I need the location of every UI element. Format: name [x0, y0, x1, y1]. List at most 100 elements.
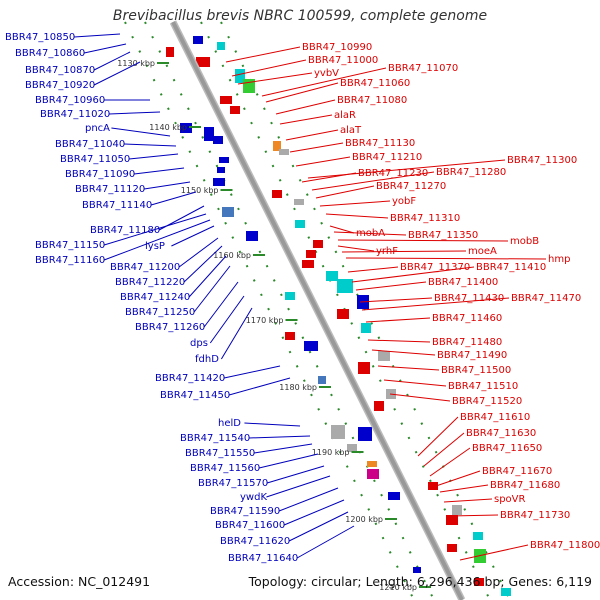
right-leader-line — [285, 129, 339, 141]
left-gene-label: BBR47_11560 — [190, 463, 260, 474]
gene-block-42 — [428, 482, 438, 490]
left-leader-line — [254, 443, 313, 454]
left-leader-line — [74, 33, 121, 38]
right-leader-line — [279, 114, 333, 125]
left-leader-line — [134, 167, 185, 175]
gene-block-4 — [235, 69, 245, 83]
left-gene-label: BBR47_11220 — [115, 277, 185, 288]
left-leader-line — [220, 307, 253, 360]
left-leader-line — [188, 255, 227, 298]
gene-block-14 — [217, 167, 225, 173]
right-leader-line — [315, 185, 375, 199]
right-leader-line — [389, 393, 451, 402]
right-gene-label: BBR47_11060 — [340, 78, 410, 89]
right-gene-label: BBR47_11460 — [432, 313, 502, 324]
left-leader-line — [144, 181, 191, 190]
left-gene-label: lysP — [145, 241, 165, 252]
right-leader-line — [371, 349, 436, 356]
gene-block-8 — [180, 123, 192, 133]
right-gene-label: yobF — [392, 196, 416, 207]
right-leader-line — [367, 339, 431, 343]
left-gene-label: BBR47_11200 — [110, 262, 180, 273]
left-leader-line — [109, 111, 161, 115]
right-leader-line — [435, 470, 481, 487]
right-gene-label: BBR47_11400 — [428, 277, 498, 288]
right-leader-line — [225, 46, 301, 63]
left-leader-line — [150, 191, 197, 206]
gene-block-32 — [378, 351, 390, 361]
right-leader-line — [423, 432, 465, 467]
left-gene-label: BBR47_11420 — [155, 373, 225, 384]
right-gene-label: BBR47_11130 — [345, 138, 415, 149]
left-leader-line — [266, 475, 331, 498]
right-leader-line — [417, 416, 459, 457]
gene-block-31 — [304, 341, 318, 351]
kbp-tick-label: 1150 kbp — [181, 186, 219, 195]
left-gene-label: pncA — [85, 123, 110, 134]
right-gene-label: BBR47_11480 — [432, 337, 502, 348]
right-leader-line — [345, 257, 547, 260]
left-leader-line — [244, 422, 301, 427]
right-gene-label: BBR47_11680 — [490, 480, 560, 491]
right-leader-line — [365, 317, 431, 323]
right-gene-label: BBR47_11270 — [376, 181, 446, 192]
left-gene-label: BBR47_11180 — [90, 225, 160, 236]
right-leader-line — [359, 297, 433, 303]
gene-block-24 — [326, 271, 338, 281]
right-gene-label: BBR47_11300 — [507, 155, 577, 166]
right-leader-line — [289, 142, 344, 153]
right-gene-label: spoVR — [494, 494, 526, 505]
gene-block-12 — [279, 149, 289, 155]
right-gene-label: mobB — [510, 236, 539, 247]
right-leader-line — [351, 266, 475, 283]
left-leader-line — [203, 281, 239, 328]
right-leader-line — [231, 59, 307, 77]
left-leader-line — [111, 127, 171, 137]
right-gene-label: BBR47_10990 — [302, 42, 372, 53]
gene-block-21 — [313, 240, 323, 248]
gene-block-33 — [358, 362, 370, 374]
kbp-tick-label: 1170 kbp — [246, 316, 284, 325]
left-gene-label: BBR47_11450 — [160, 390, 230, 401]
gene-block-46 — [473, 532, 483, 540]
gene-block-44 — [452, 505, 462, 515]
genome-backbone — [169, 20, 466, 600]
left-gene-label: BBR47_11240 — [120, 292, 190, 303]
left-gene-label: BBR47_10860 — [15, 48, 85, 59]
accession-text: Accession: NC_012491 — [8, 574, 151, 589]
gene-block-41 — [367, 469, 379, 479]
right-gene-label: BBR47_11650 — [472, 443, 542, 454]
left-leader-line — [278, 487, 339, 512]
left-gene-label: BBR47_11040 — [55, 139, 125, 150]
right-leader-line — [361, 297, 510, 311]
left-gene-label: BBR47_11640 — [228, 553, 298, 564]
right-gene-label: BBR47_11800 — [530, 540, 600, 551]
left-leader-line — [129, 153, 179, 160]
gene-block-10 — [213, 136, 223, 144]
right-gene-label: BBR47_11230 — [358, 168, 428, 179]
right-leader-line — [341, 250, 467, 253]
gene-block-17 — [294, 199, 304, 205]
right-leader-line — [237, 72, 313, 85]
right-leader-line — [377, 365, 440, 371]
left-leader-line — [93, 51, 131, 71]
gene-block-49 — [413, 567, 421, 573]
gene-block-30 — [285, 332, 295, 340]
right-gene-label: yvbV — [314, 68, 339, 79]
gene-block-34 — [318, 376, 326, 384]
right-leader-line — [307, 159, 506, 179]
gene-block-45 — [446, 515, 458, 525]
gene-block-40 — [367, 461, 377, 467]
right-leader-line — [261, 67, 387, 97]
genome-title: Brevibacillus brevis NBRC 100599, comple… — [112, 8, 488, 24]
left-gene-label: BBR47_10850 — [5, 32, 75, 43]
genome-summary-text: Topology: circular; Length: 6,296,436 bp… — [248, 574, 592, 589]
left-gene-label: BBR47_11020 — [40, 109, 110, 120]
gene-block-39 — [347, 444, 357, 452]
gene-block-7 — [230, 106, 240, 114]
right-gene-label: BBR47_11630 — [466, 428, 536, 439]
gene-block-6 — [220, 96, 232, 104]
right-leader-line — [429, 447, 471, 477]
